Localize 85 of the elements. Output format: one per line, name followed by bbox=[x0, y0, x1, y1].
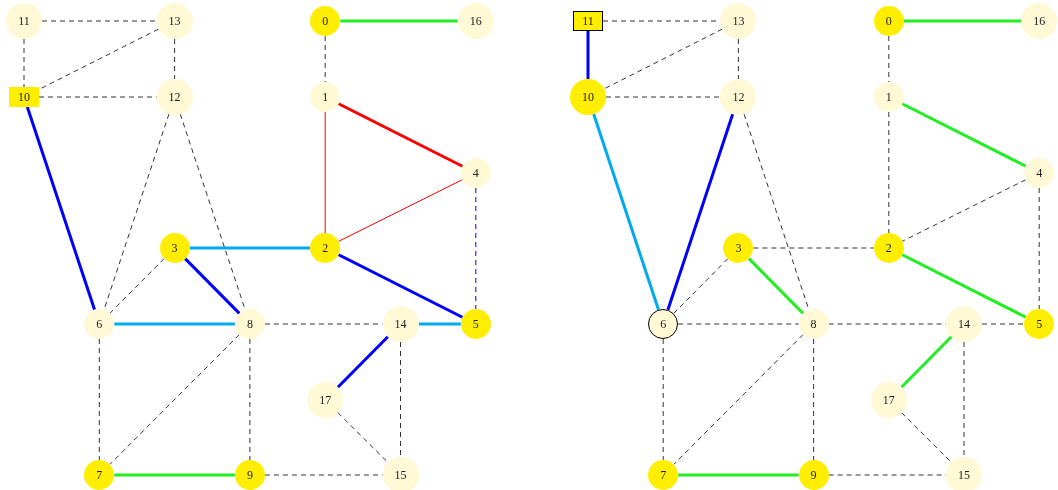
edge-line bbox=[475, 187, 477, 310]
edge-line bbox=[25, 106, 96, 311]
node-circle: 3 bbox=[723, 233, 754, 263]
edge-line bbox=[41, 20, 158, 22]
edge-line bbox=[98, 338, 100, 461]
square-node: 10 bbox=[9, 87, 39, 107]
edge-line bbox=[901, 102, 1027, 168]
square-node: 11 bbox=[573, 11, 603, 31]
edge-line bbox=[23, 38, 25, 88]
edge-line bbox=[336, 335, 389, 389]
node-circle: 5 bbox=[460, 309, 491, 339]
node-circle: 1 bbox=[873, 82, 904, 112]
node-circle: 14 bbox=[946, 306, 982, 342]
node-circle: 6 bbox=[84, 309, 115, 339]
node-circle: 2 bbox=[310, 233, 341, 263]
node-circle: 15 bbox=[382, 457, 419, 490]
edge-line bbox=[752, 247, 875, 249]
edge-line bbox=[900, 335, 953, 389]
edge-line bbox=[903, 19, 1022, 23]
edge-line bbox=[662, 338, 664, 461]
edge-line bbox=[340, 19, 458, 23]
edge-line bbox=[901, 412, 952, 463]
node-circle: 9 bbox=[234, 460, 265, 490]
edge-line bbox=[673, 258, 729, 314]
node-circle: 7 bbox=[84, 460, 115, 490]
edge-line bbox=[981, 323, 1025, 325]
edge-line bbox=[677, 323, 800, 325]
node-circle: 10 bbox=[570, 79, 606, 115]
node-circle: 13 bbox=[720, 3, 757, 39]
edge-line bbox=[666, 113, 735, 311]
node-circle: 12 bbox=[720, 79, 757, 115]
edge-line bbox=[901, 179, 1027, 242]
edge-line bbox=[184, 257, 241, 315]
edge-line bbox=[174, 38, 176, 80]
edge-line bbox=[747, 257, 805, 315]
edge-line bbox=[678, 473, 799, 477]
node-circle: 13 bbox=[156, 3, 193, 39]
edge-line bbox=[38, 28, 160, 90]
node-circle: 0 bbox=[310, 6, 341, 36]
node-circle: 12 bbox=[156, 79, 193, 115]
node-circle: 16 bbox=[1021, 3, 1058, 39]
edge-line bbox=[337, 253, 464, 319]
edge-line bbox=[586, 31, 590, 79]
edge-line bbox=[1038, 187, 1040, 310]
node-circle: 17 bbox=[307, 382, 344, 418]
edge-line bbox=[963, 341, 965, 458]
node-circle: 17 bbox=[870, 382, 907, 418]
edge-line bbox=[337, 102, 464, 168]
node-circle: 11 bbox=[6, 3, 42, 39]
edge-line bbox=[324, 35, 326, 83]
edge-line bbox=[249, 338, 251, 461]
edge-line bbox=[114, 473, 235, 477]
edge-line bbox=[603, 28, 723, 90]
node-circle: 4 bbox=[1024, 158, 1055, 188]
edge-line bbox=[737, 38, 739, 80]
node-circle: 16 bbox=[457, 3, 494, 39]
node-circle: 5 bbox=[1024, 309, 1055, 339]
node-circle: 7 bbox=[648, 460, 679, 490]
node-circle: 2 bbox=[873, 233, 904, 263]
edge-line bbox=[109, 258, 165, 314]
node-circle: 0 bbox=[873, 6, 904, 36]
edge-line bbox=[337, 412, 389, 463]
node-circle: 8 bbox=[234, 309, 265, 339]
edge-line bbox=[901, 253, 1027, 319]
node-circle: 8 bbox=[798, 309, 829, 339]
edge-line bbox=[109, 334, 240, 465]
node-circle: 3 bbox=[159, 233, 190, 263]
edge-line bbox=[813, 338, 815, 461]
edge-line bbox=[418, 322, 461, 326]
edge-line bbox=[338, 179, 463, 242]
edge-line bbox=[324, 111, 326, 234]
edge-line bbox=[400, 341, 401, 458]
node-circle: 14 bbox=[382, 306, 419, 342]
node-circle: 6 bbox=[648, 309, 679, 339]
node-circle: 15 bbox=[946, 457, 982, 490]
node-circle: 9 bbox=[798, 460, 829, 490]
edge-line bbox=[673, 334, 804, 465]
node-circle: 4 bbox=[460, 158, 491, 188]
edge-line bbox=[592, 113, 660, 311]
edge-line bbox=[888, 111, 890, 234]
edge-line bbox=[114, 322, 235, 326]
node-circle: 1 bbox=[310, 82, 341, 112]
edge-line bbox=[888, 35, 890, 83]
edge-line bbox=[189, 246, 311, 250]
edge-line bbox=[605, 96, 721, 98]
